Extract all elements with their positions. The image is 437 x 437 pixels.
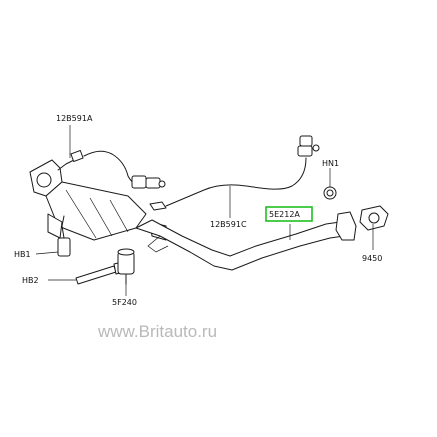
gasket[interactable]: [359, 205, 389, 231]
oxygen-sensor-upstream[interactable]: [57, 150, 166, 189]
watermark: www.Britauto.ru: [97, 322, 217, 341]
front-exhaust-pipe[interactable]: [135, 211, 357, 271]
label-sensor-downstream: 12B591C: [210, 220, 247, 229]
label-highlight-box: [265, 206, 313, 222]
nut[interactable]: [323, 186, 337, 200]
label-nut: HN1: [322, 159, 339, 168]
oxygen-sensor-downstream[interactable]: [149, 135, 320, 211]
label-bolt-2: HB2: [22, 276, 39, 285]
leader-lines: [35, 125, 374, 296]
label-gasket: 9450: [362, 254, 382, 263]
rubber-mount[interactable]: [117, 248, 135, 285]
catalytic-converter[interactable]: [29, 159, 167, 241]
label-bolt-1: HB1: [14, 250, 31, 259]
bolt-hb2[interactable]: [75, 261, 125, 285]
label-mount: 5F240: [112, 298, 137, 307]
label-front-pipe: 5E212A: [269, 210, 300, 219]
bolt-hb1[interactable]: [57, 215, 71, 257]
label-sensor-upstream: 12B591A: [56, 114, 93, 123]
